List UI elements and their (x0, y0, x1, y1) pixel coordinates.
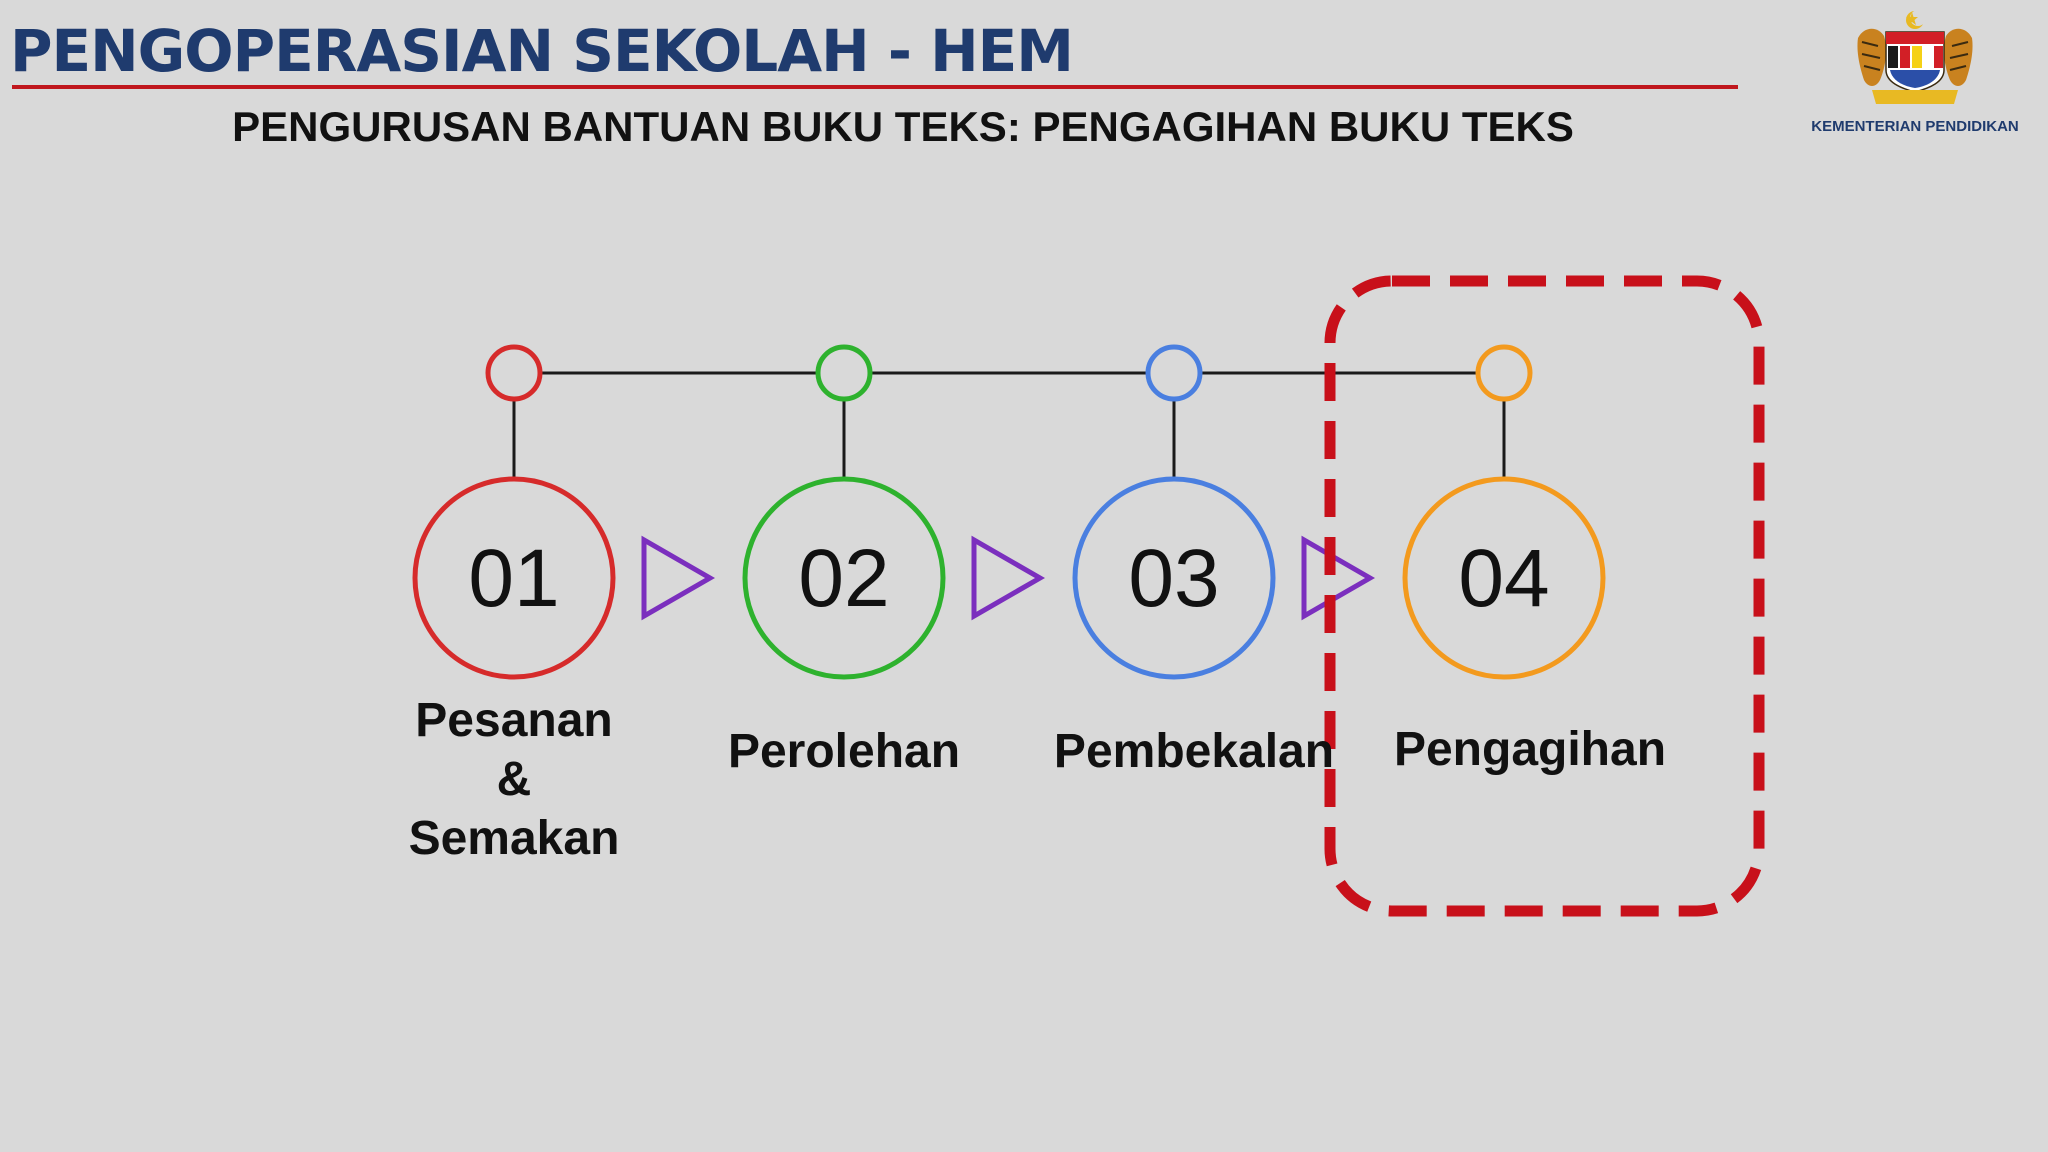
step-label-line: & (496, 753, 532, 806)
step-label-line: Perolehan (727, 725, 961, 778)
step-number: 02 (798, 533, 889, 624)
step-label-02: Perolehan (694, 722, 994, 781)
step-circle (742, 476, 946, 680)
timeline-dot (1475, 344, 1533, 402)
step-number: 04 (1458, 533, 1549, 624)
step-01: 01 (412, 344, 616, 680)
timeline-dot (815, 344, 873, 402)
timeline-dot (485, 344, 543, 402)
arrow-right-icon (1301, 535, 1376, 621)
step-label-line: Semakan (408, 812, 620, 865)
step-label-line: Pembekalan (1053, 725, 1335, 778)
page-title: PENGOPERASIAN SEKOLAH - HEM (10, 17, 1074, 85)
page-subtitle: PENGURUSAN BANTUAN BUKU TEKS: PENGAGIHAN… (232, 103, 1574, 150)
step-label-line: Pengagihan (1393, 723, 1667, 776)
step-label-03: Pembekalan (1034, 722, 1354, 781)
step-circle (1402, 476, 1606, 680)
step-03: 03 (1072, 344, 1276, 680)
step-label-01: Pesanan & Semakan (364, 691, 664, 868)
malaysia-coat-of-arms-icon (1857, 10, 1973, 104)
arrow-right-icon (641, 535, 716, 621)
step-label-04: Pengagihan (1380, 720, 1680, 779)
ministry-caption: KEMENTERIAN PENDIDIKAN (1811, 118, 2019, 135)
step-circle (1072, 476, 1276, 680)
step-number: 03 (1128, 533, 1219, 624)
step-04: 04 (1402, 344, 1606, 680)
step-number: 01 (468, 533, 559, 624)
timeline-dot (1145, 344, 1203, 402)
arrow-right-icon (971, 535, 1046, 621)
title-underline (12, 85, 1738, 89)
highlight-box (1324, 275, 1765, 917)
step-circle (412, 476, 616, 680)
step-label-line: Pesanan (415, 694, 613, 747)
step-02: 02 (742, 344, 946, 680)
